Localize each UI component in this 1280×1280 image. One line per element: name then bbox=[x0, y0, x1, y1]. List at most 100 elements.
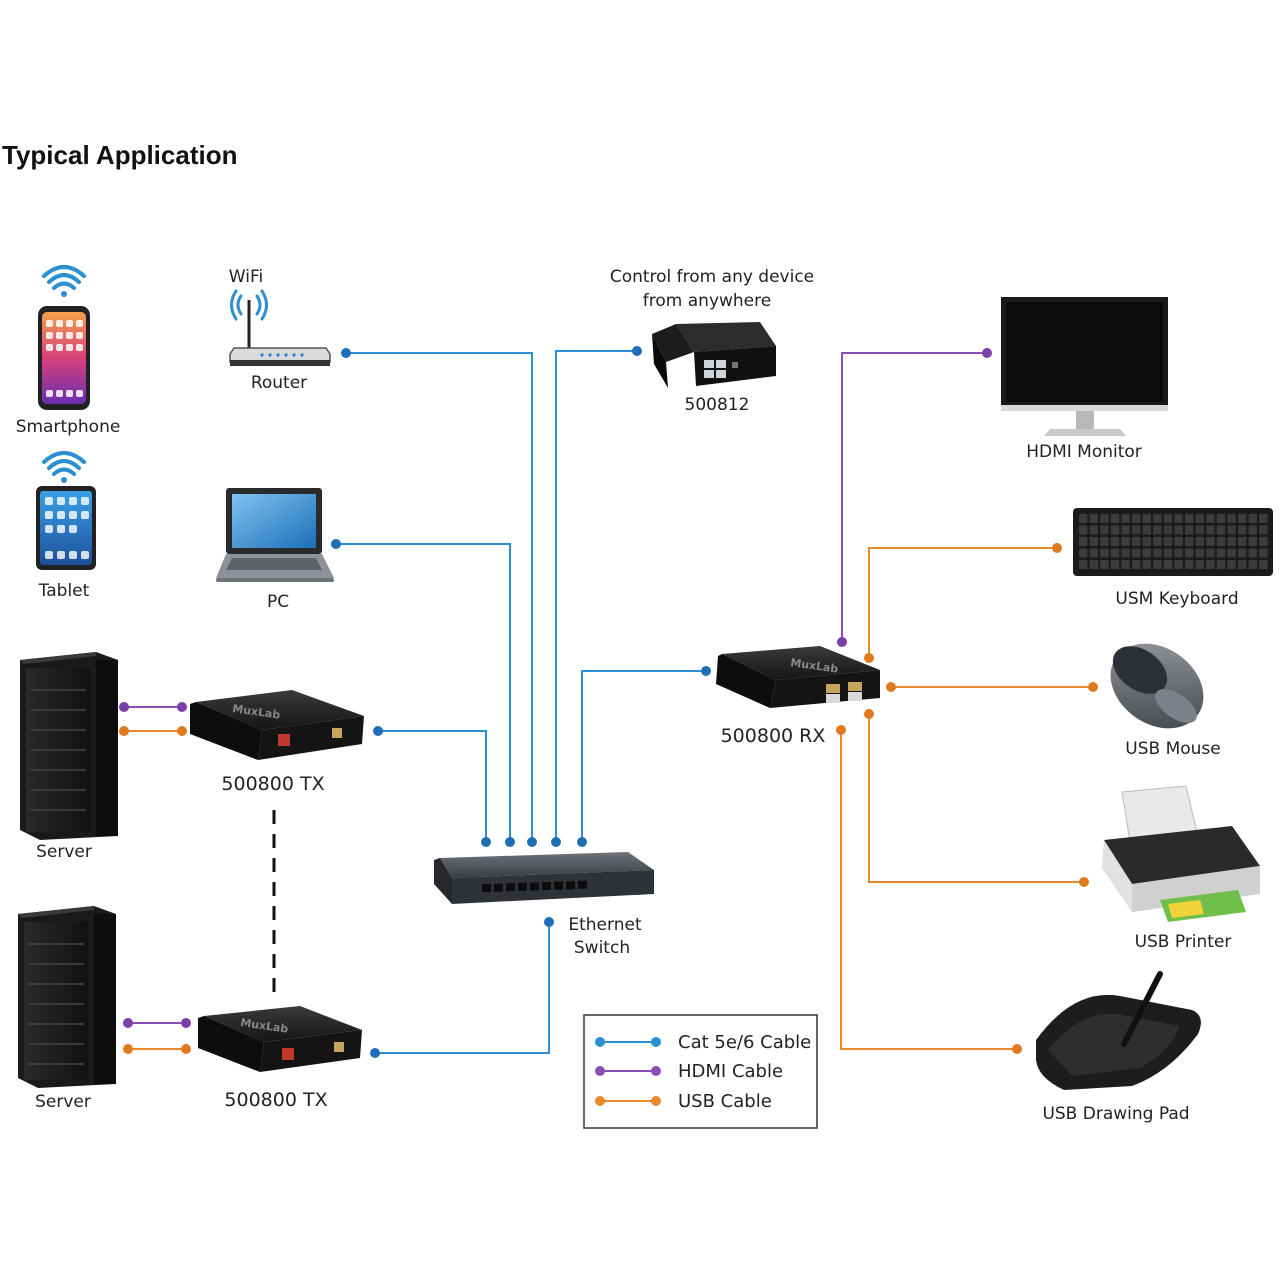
control-caption-line2: from anywhere bbox=[643, 291, 771, 311]
keyboard-key bbox=[1079, 514, 1088, 523]
cat-cable-rx bbox=[581, 670, 706, 842]
keyboard-key bbox=[1079, 548, 1088, 558]
cat-cable-tx2 bbox=[375, 922, 550, 1054]
keyboard-key bbox=[1142, 537, 1151, 546]
cat-cable-controller bbox=[555, 350, 637, 842]
keyboard-key bbox=[1206, 560, 1215, 569]
keyboard-key bbox=[1259, 525, 1268, 535]
legend-item-hdmi: HDMI Cable bbox=[595, 1061, 783, 1082]
rx-label: 500800 RX bbox=[721, 725, 826, 747]
wifi-icon bbox=[42, 451, 86, 483]
ethernet-switch-icon bbox=[434, 852, 654, 904]
monitor-label: HDMI Monitor bbox=[1026, 442, 1142, 462]
keyboard-icon bbox=[1073, 508, 1273, 576]
keyboard-key bbox=[1195, 537, 1204, 546]
router-icon bbox=[229, 347, 331, 366]
keyboard-key bbox=[1248, 514, 1257, 523]
dot-server2-hdmi bbox=[123, 1018, 133, 1028]
keyboard-key bbox=[1174, 514, 1183, 523]
dot-switch-port-5 bbox=[577, 837, 587, 847]
keyboard-key bbox=[1153, 560, 1162, 569]
keyboard-key bbox=[1238, 560, 1247, 569]
legend-item-usb: USB Cable bbox=[595, 1091, 772, 1112]
server1-label: Server bbox=[36, 842, 92, 862]
hdmi-cables bbox=[124, 352, 987, 1024]
keyboard-key bbox=[1185, 514, 1194, 523]
switch-port bbox=[530, 882, 539, 891]
keyboard-key bbox=[1238, 548, 1247, 558]
mouse-icon bbox=[1110, 643, 1204, 729]
keyboard-key bbox=[1110, 525, 1120, 535]
keyboard-key bbox=[1100, 560, 1109, 569]
keyboard-key bbox=[1142, 514, 1151, 523]
keyboard-key bbox=[1248, 560, 1257, 569]
keyboard-key bbox=[1163, 525, 1173, 535]
printer-icon bbox=[1102, 785, 1260, 922]
keyboard-key bbox=[1227, 525, 1236, 535]
usb-cable-printer bbox=[868, 714, 1084, 883]
keyboard-key bbox=[1216, 514, 1226, 523]
keyboard-key bbox=[1259, 514, 1268, 523]
switch-port bbox=[506, 883, 515, 892]
dot-rx-cat bbox=[701, 666, 711, 676]
dot-rx-usb-4 bbox=[836, 725, 846, 735]
router-label: Router bbox=[251, 373, 307, 393]
dot-server2-usb bbox=[123, 1044, 133, 1054]
keyboard-key bbox=[1259, 548, 1268, 558]
tx2-device: MuxLab 500800 TX bbox=[198, 1006, 362, 1111]
keyboard-key bbox=[1163, 514, 1173, 523]
page-title: Typical Application bbox=[2, 140, 238, 170]
dot-switch-port-1 bbox=[481, 837, 491, 847]
keyboard-key bbox=[1132, 537, 1141, 546]
hdmi-cable-monitor bbox=[841, 352, 987, 642]
cat-cable-pc bbox=[336, 543, 511, 842]
switch-label-line1: Ethernet bbox=[568, 915, 642, 935]
tx2-label: 500800 TX bbox=[224, 1089, 327, 1111]
wifi-icon bbox=[230, 289, 268, 321]
keyboard-key bbox=[1121, 560, 1130, 569]
drawing-pad-icon bbox=[1036, 971, 1201, 1090]
switch-port bbox=[518, 882, 527, 891]
keyboard-key bbox=[1206, 537, 1215, 546]
keyboard-key bbox=[1132, 548, 1141, 558]
keyboard-key bbox=[1100, 525, 1109, 535]
keyboard-key bbox=[1238, 537, 1247, 546]
keyboard-key bbox=[1174, 560, 1183, 569]
dot-tx1-hdmi bbox=[177, 702, 187, 712]
keyboard-key bbox=[1216, 537, 1226, 546]
keyboard-key bbox=[1089, 548, 1098, 558]
keyboard-label: USM Keyboard bbox=[1115, 589, 1238, 609]
tx1-extender-icon: MuxLab bbox=[190, 690, 364, 760]
mouse-device: USB Mouse bbox=[1110, 643, 1221, 759]
dot-switch-port-2 bbox=[505, 837, 515, 847]
keyboard-key bbox=[1195, 560, 1204, 569]
keyboard-key bbox=[1079, 525, 1088, 535]
keyboard-key bbox=[1248, 525, 1257, 535]
cable-legend: Cat 5e/6 Cable HDMI Cable USB Cable bbox=[583, 1014, 818, 1129]
keyboard-key bbox=[1110, 537, 1120, 546]
legend-label-hdmi: HDMI Cable bbox=[678, 1061, 783, 1082]
rx-device: MuxLab 500800 RX bbox=[716, 646, 880, 747]
dot-monitor bbox=[982, 348, 992, 358]
keyboard-key bbox=[1206, 525, 1215, 535]
printer-device: USB Printer bbox=[1102, 785, 1260, 952]
keyboard-key bbox=[1185, 525, 1194, 535]
mouse-label: USB Mouse bbox=[1125, 739, 1220, 759]
usb-cable-keyboard bbox=[868, 547, 1057, 658]
keyboard-key bbox=[1238, 525, 1247, 535]
keyboard-key bbox=[1132, 560, 1141, 569]
keyboard-key bbox=[1248, 548, 1257, 558]
cat-cable-tx1 bbox=[378, 730, 487, 842]
keyboard-key bbox=[1132, 514, 1141, 523]
dot-tx2-cat bbox=[370, 1048, 380, 1058]
keyboard-key bbox=[1216, 548, 1226, 558]
dot-tx1-usb bbox=[177, 726, 187, 736]
tablet-label: Tablet bbox=[38, 581, 90, 601]
keyboard-key bbox=[1195, 514, 1204, 523]
dot-keyboard bbox=[1052, 543, 1062, 553]
drawing-pad-device: USB Drawing Pad bbox=[1036, 971, 1201, 1124]
dot-printer bbox=[1079, 877, 1089, 887]
keyboard-key bbox=[1089, 525, 1098, 535]
keyboard-key bbox=[1216, 525, 1226, 535]
